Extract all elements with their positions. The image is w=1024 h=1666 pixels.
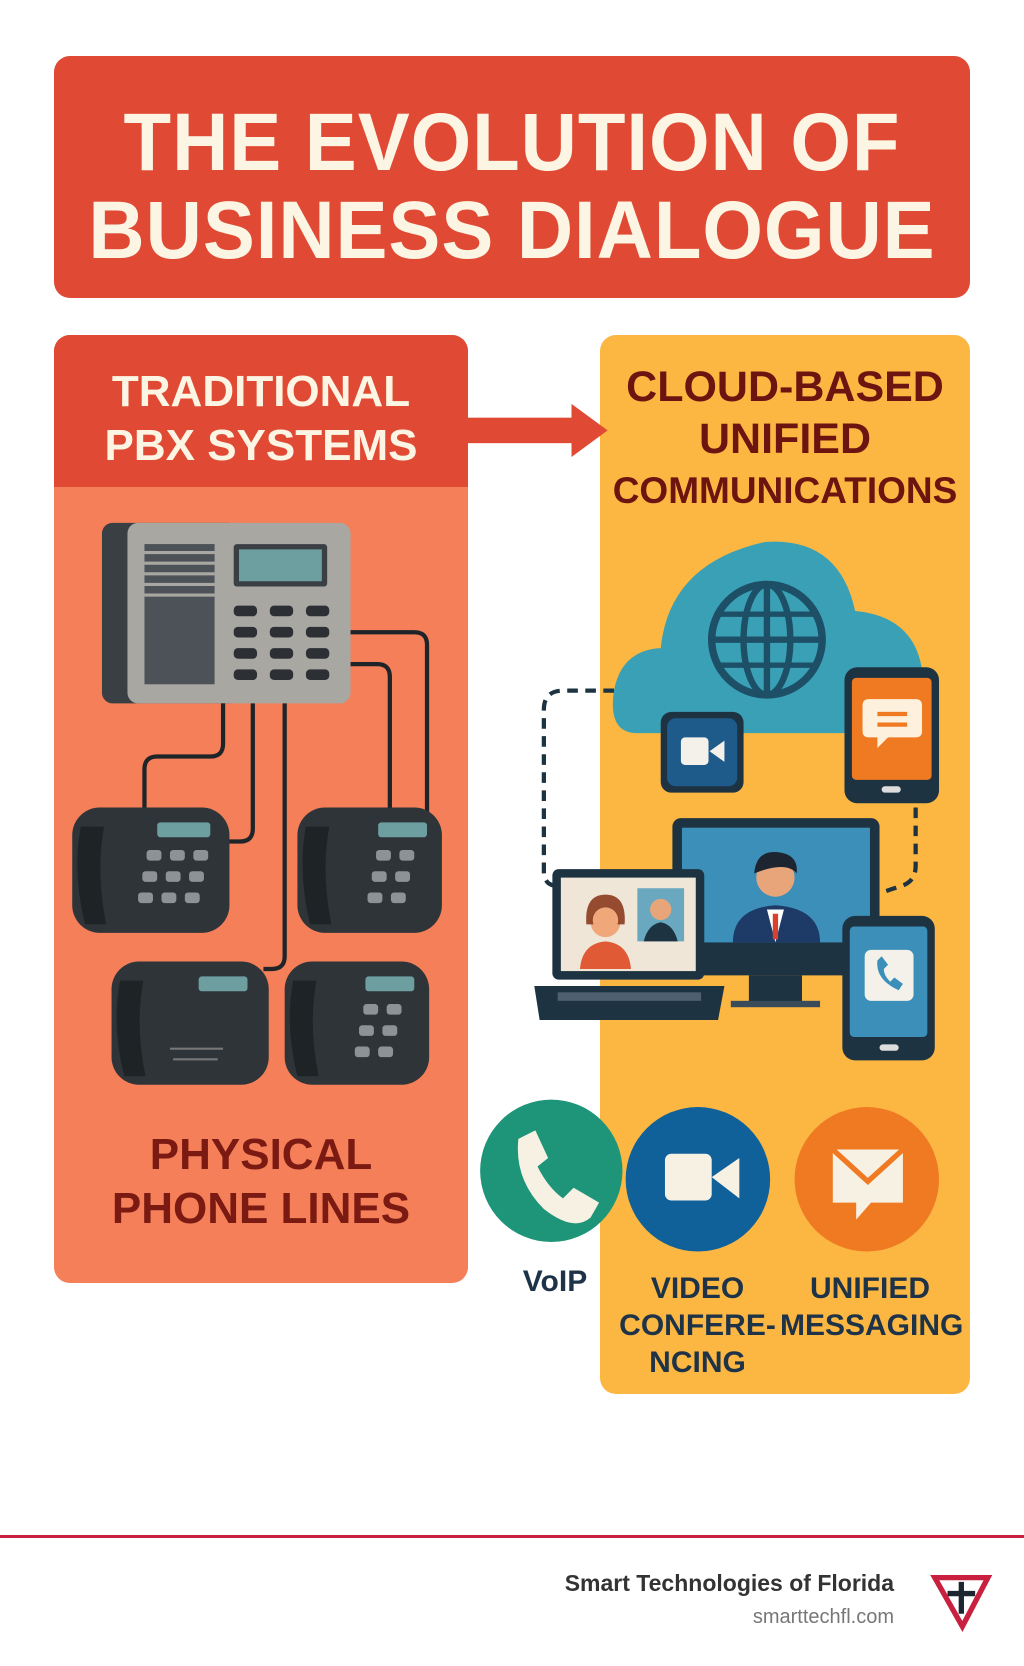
title-banner: THE EVOLUTION OF BUSINESS DIALOGUE [54, 56, 970, 298]
monitor-video-call-icon [672, 818, 880, 1008]
pbx-base-unit-icon [101, 522, 351, 704]
tablet-phone-icon [842, 915, 935, 1061]
voip-label: VoIP [522, 1265, 588, 1298]
physical-line-1: PHYSICAL [149, 1130, 373, 1179]
video-label-line-1: VIDEO [650, 1272, 745, 1305]
video-conferencing-icon [625, 1107, 771, 1252]
desk-phone-icon [284, 961, 430, 1085]
video-label-line-3: NCING [649, 1346, 746, 1379]
pbx-heading-line-1: TRADITIONAL [111, 367, 411, 416]
company-logo-icon [930, 1574, 993, 1633]
desk-phone-icon [111, 961, 269, 1085]
unified-messaging-icon [794, 1107, 940, 1252]
laptop-video-call-icon [534, 869, 725, 1020]
arrow-right-icon [467, 403, 608, 457]
footer-url[interactable]: smarttechfl.com [752, 1606, 894, 1628]
messaging-label-line-2: MESSAGING [780, 1309, 964, 1342]
footer-divider [0, 1535, 1024, 1538]
messaging-label-line-1: UNIFIED [810, 1272, 930, 1305]
video-conferencing-label: VIDEO CONFERE- NCING [615, 1270, 780, 1381]
cloud-heading-line-2: UNIFIED [699, 415, 871, 463]
cloud-heading-line-1: CLOUD-BASED [626, 363, 944, 411]
cloud-heading-line-3: COMMUNICATIONS [612, 470, 958, 511]
video-tile-icon [660, 711, 744, 793]
desk-phone-icon [297, 807, 442, 933]
desk-phone-icon [72, 807, 230, 933]
traditional-pbx-header: TRADITIONAL PBX SYSTEMS [54, 335, 468, 487]
video-label-line-2: CONFERE- [619, 1309, 776, 1342]
physical-phone-lines-label: PHYSICAL PHONE LINES [54, 1128, 468, 1236]
connection-lines [541, 688, 918, 895]
physical-line-2: PHONE LINES [111, 1184, 411, 1233]
voip-phone-icon [480, 1099, 623, 1242]
pbx-heading-line-2: PBX SYSTEMS [104, 421, 418, 470]
footer-brand: Smart Technologies of Florida [564, 1570, 894, 1596]
title-line-1: THE EVOLUTION OF [123, 97, 901, 188]
smartphone-chat-icon [844, 667, 940, 804]
unified-messaging-label: UNIFIED MESSAGING [780, 1270, 964, 1344]
phone-wires [142, 630, 430, 972]
title-line-2: BUSINESS DIALOGUE [88, 185, 936, 276]
